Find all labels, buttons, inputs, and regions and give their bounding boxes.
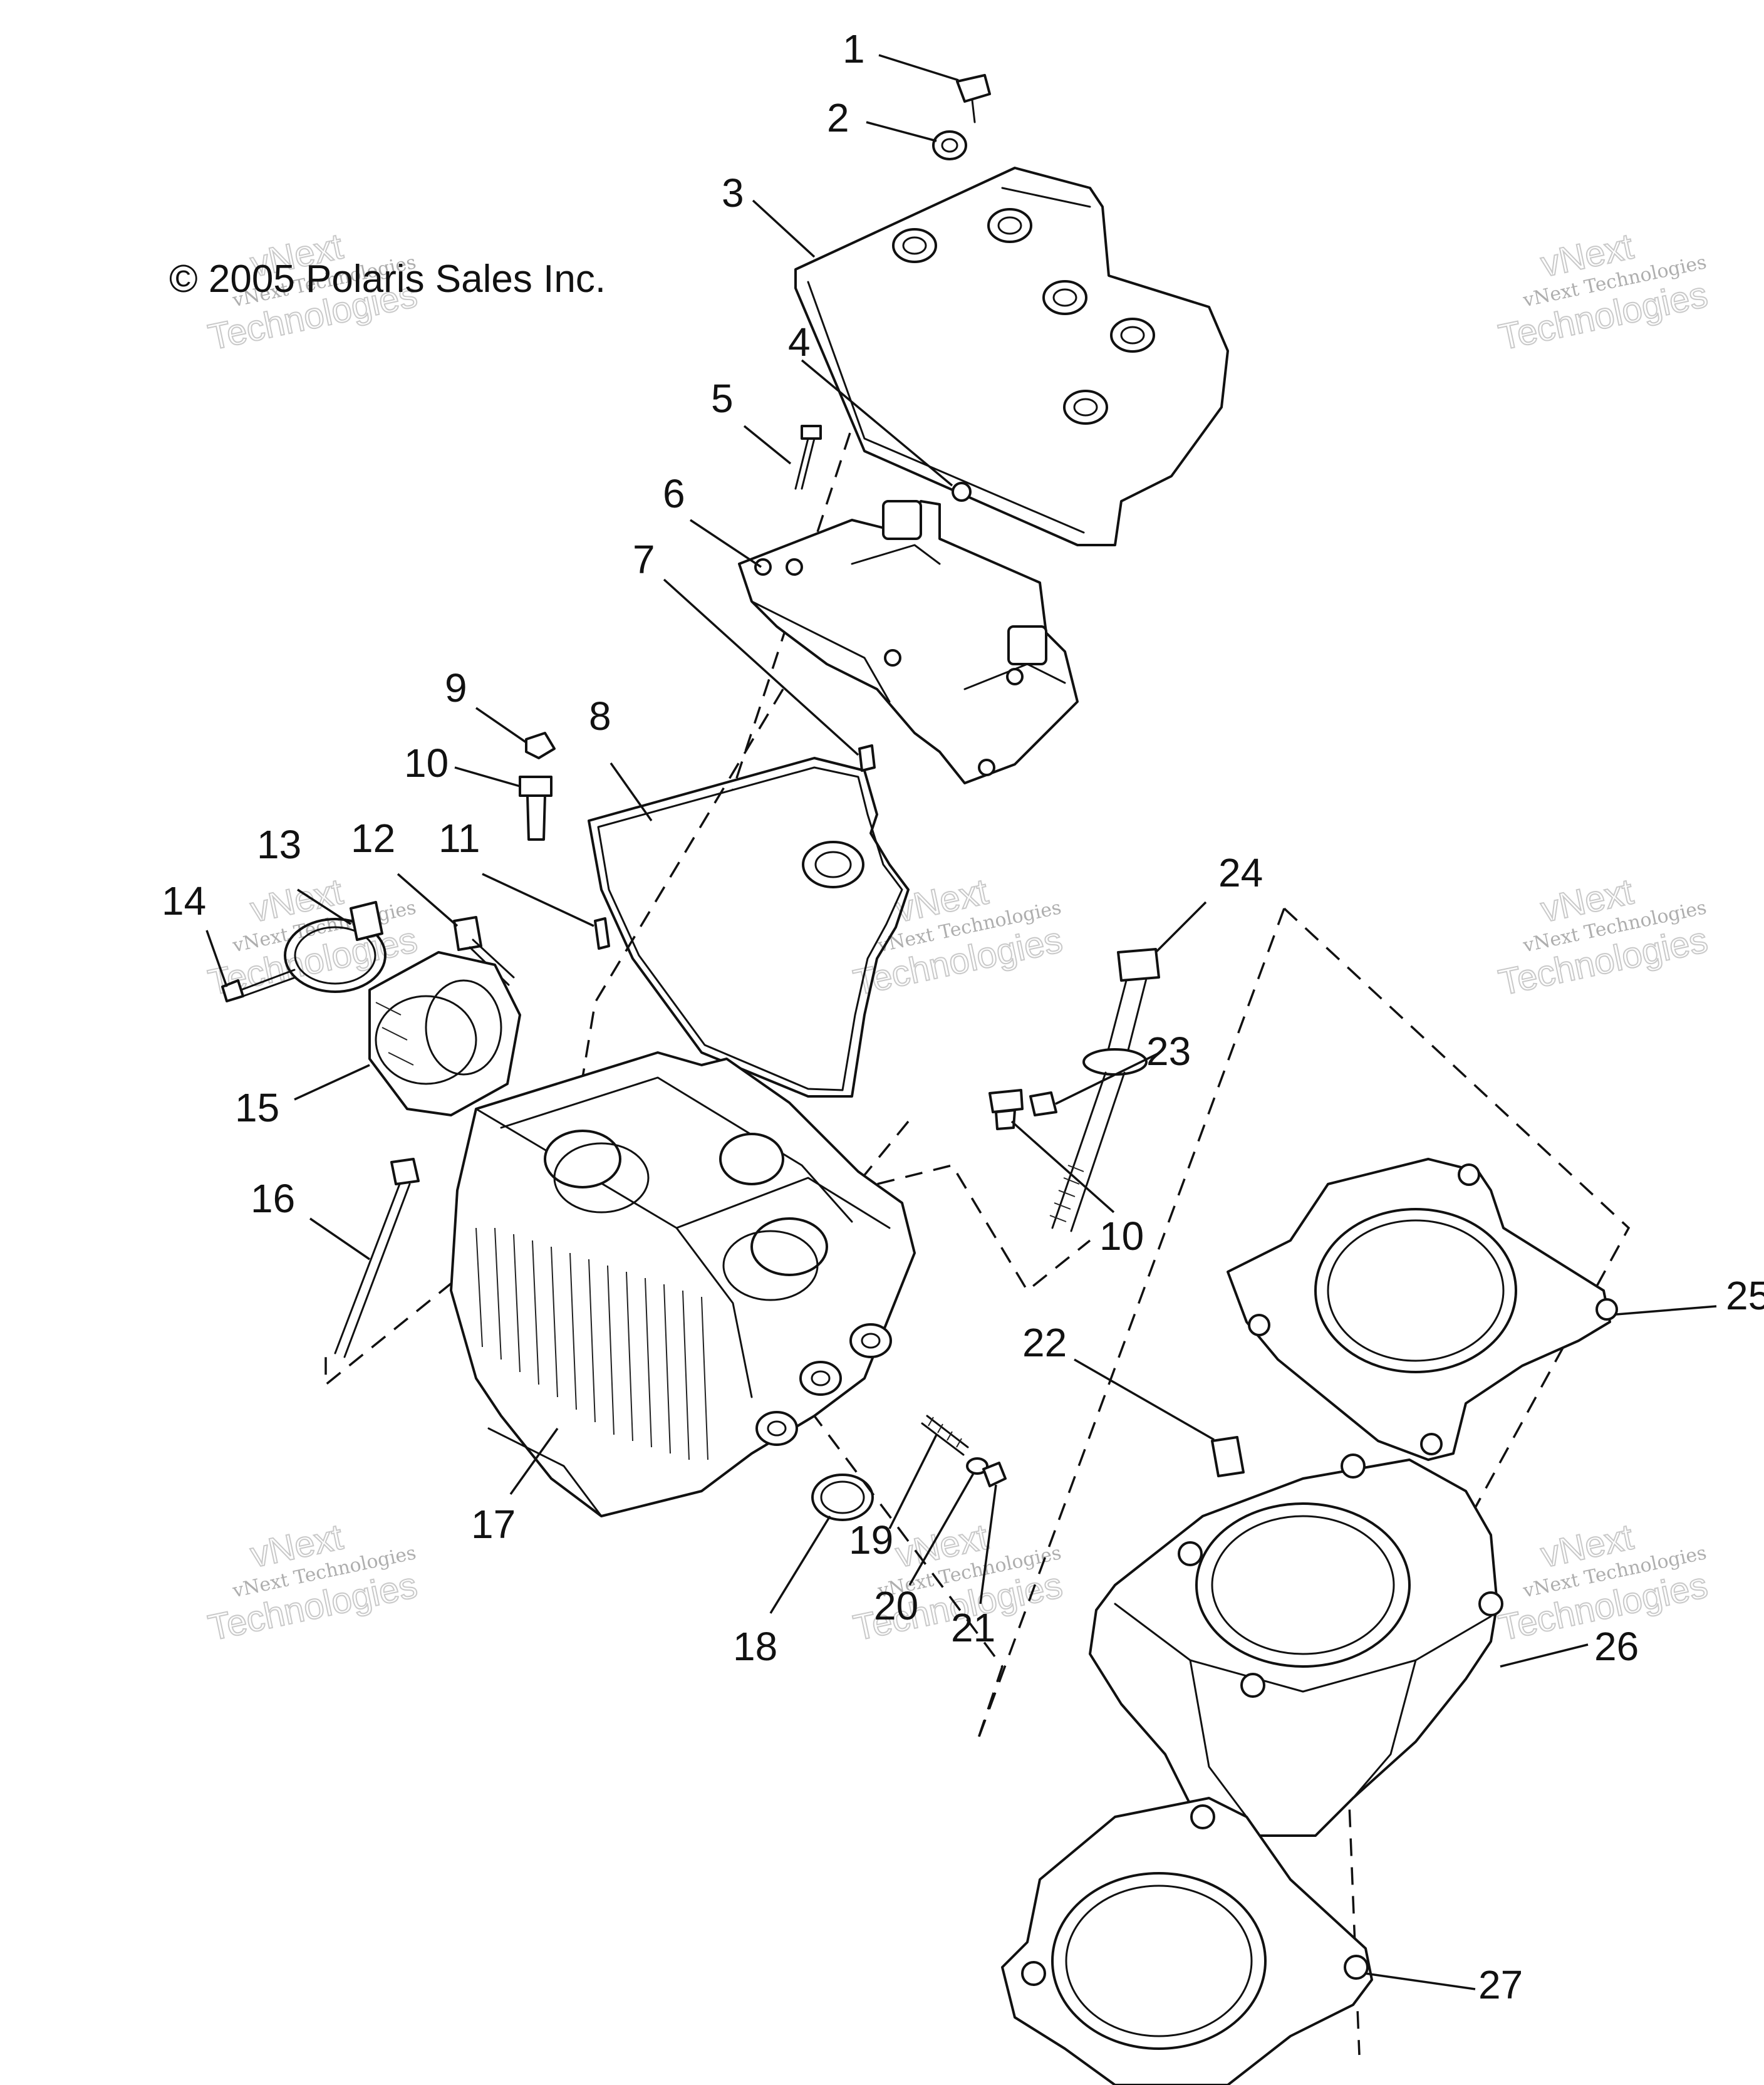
stud-bolt (988, 1089, 1024, 1130)
valve-cover (794, 167, 1229, 546)
callout-19: 19 (849, 1517, 893, 1562)
cylinder (1089, 1453, 1503, 1837)
callout-15: 15 (235, 1085, 279, 1130)
exhaust-stud (921, 1415, 969, 1456)
callout-12: 12 (351, 816, 395, 861)
base-gasket (1001, 1797, 1373, 2085)
callout-17: 17 (471, 1502, 516, 1547)
callout-21: 21 (951, 1605, 995, 1650)
callout-1: 1 (843, 26, 865, 71)
dowel-pin (858, 744, 876, 772)
callout-11: 11 (438, 816, 480, 861)
cylinder-bolt-long (1049, 948, 1160, 1232)
cover-washer (932, 130, 967, 160)
valve-cover-gasket (588, 757, 910, 1098)
head-gasket (1227, 1158, 1618, 1461)
callout-3: 3 (722, 170, 744, 216)
head-bolt-long (334, 1158, 420, 1358)
stud-bolt (519, 776, 553, 841)
locating-dowel (594, 917, 610, 950)
cylinder-dowel (1211, 1436, 1245, 1477)
callouts: 1 2 3 4 5 6 7 9 10 8 11 12 13 14 15 16 1… (162, 26, 1764, 2007)
o-ring (811, 1474, 874, 1521)
camshaft-bolt (794, 425, 822, 490)
lock-washer (966, 1457, 988, 1475)
callout-10: 10 (404, 741, 449, 786)
callout-7: 7 (633, 537, 655, 582)
hose-clamp (284, 901, 387, 993)
callout-6: 6 (663, 471, 685, 516)
dowel-ball (952, 482, 972, 502)
watermark: vNext vNext Technologies Technologies (204, 1516, 422, 1649)
callout-2: 2 (827, 95, 849, 140)
flange-nut (982, 1462, 1007, 1487)
watermark: vNext vNext Technologies Technologies (1495, 225, 1712, 358)
callout-26: 26 (1594, 1624, 1639, 1669)
callout-23: 23 (1146, 1029, 1191, 1074)
intake-boot (368, 951, 521, 1116)
callout-9: 9 (445, 665, 467, 710)
callout-4: 4 (788, 320, 811, 365)
callout-24: 24 (1218, 850, 1263, 895)
leader-lines (205, 54, 1717, 1990)
callout-5: 5 (711, 376, 734, 421)
cylinder-nut (1029, 1091, 1057, 1116)
cover-bolt (956, 74, 991, 123)
acorn-nut (525, 732, 556, 759)
callout-14: 14 (162, 878, 206, 923)
watermark: vNext vNext Technologies Technologies (1495, 870, 1712, 1004)
callout-22: 22 (1022, 1320, 1067, 1365)
callout-16: 16 (251, 1176, 295, 1221)
callout-20: 20 (874, 1583, 918, 1628)
copyright-notice: © 2005 Polaris Sales Inc. (169, 257, 606, 301)
callout-10: 10 (1099, 1214, 1144, 1259)
callout-18: 18 (733, 1624, 777, 1669)
camshaft-carrier (738, 500, 1079, 784)
callout-8: 8 (589, 694, 611, 739)
cylinder-head (450, 1051, 916, 1517)
callout-27: 27 (1478, 1962, 1523, 2007)
clamp-screw (221, 969, 297, 1002)
callout-13: 13 (257, 822, 301, 867)
callout-25: 25 (1726, 1273, 1764, 1318)
